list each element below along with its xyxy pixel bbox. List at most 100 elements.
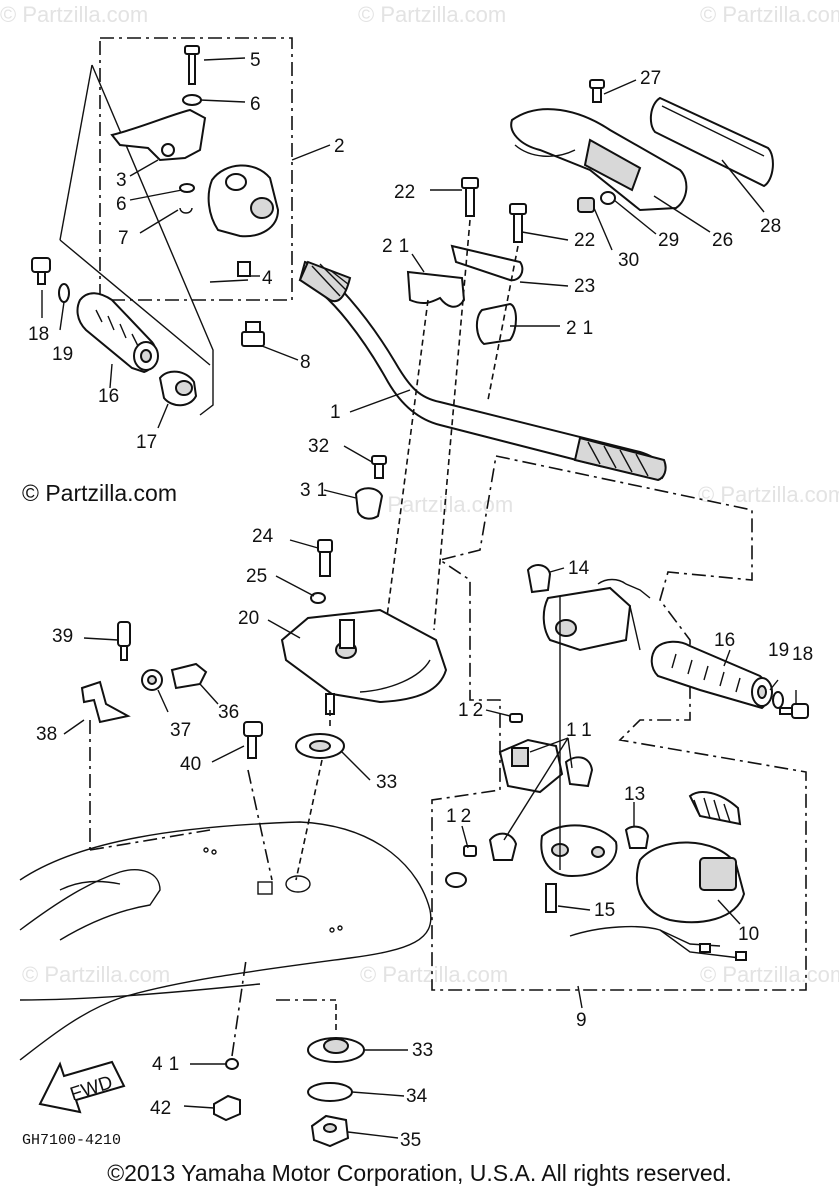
centerline [383, 299, 429, 641]
part-42-nut [213, 1094, 241, 1122]
phantom-line [89, 829, 211, 851]
part-29-washer [600, 191, 616, 205]
callout-6: 6 [250, 94, 261, 115]
callout-18: 18 [28, 324, 49, 345]
part-22-bolt-left [461, 177, 479, 217]
leader-lines [41, 57, 797, 1139]
callout-22: 22 [574, 230, 595, 251]
callout-19: 19 [768, 640, 789, 661]
right-switch-housing [542, 578, 651, 652]
callout-4: 4 [262, 268, 273, 289]
callout-7: 7 [118, 228, 129, 249]
part-10-housing [635, 791, 746, 924]
callout-16: 16 [98, 386, 119, 407]
diagram-code: GH7100-4210 [22, 1132, 122, 1149]
left-switch-housing [207, 164, 280, 238]
callout-5: 5 [250, 50, 261, 71]
part-12-screw-lower [445, 845, 477, 888]
callout-29: 29 [658, 230, 679, 251]
callout-31: 31 [300, 480, 333, 501]
callout-33: 33 [412, 1040, 433, 1061]
centerline [295, 759, 323, 881]
callout-12: 12 [458, 700, 487, 721]
part-7-clip [179, 207, 193, 214]
callout-37: 37 [170, 720, 191, 741]
callout-1: 1 [330, 402, 341, 423]
callout-23: 23 [574, 276, 595, 297]
part-41-washer [225, 1058, 239, 1070]
part-22-bolt-right [509, 203, 527, 243]
watermark: © Partzilla.com [358, 2, 507, 27]
part-32-screw [371, 455, 387, 479]
phantom-line [247, 769, 273, 881]
part-39-rivet [117, 621, 131, 661]
callout-20: 20 [238, 608, 259, 629]
part-23-bracket [450, 244, 524, 282]
callout-18: 18 [792, 644, 813, 665]
part-19-washer-left [58, 283, 70, 303]
part-18-bolt-right [779, 703, 809, 719]
callout-17: 17 [136, 432, 157, 453]
part-19-washer-right [772, 691, 784, 709]
callout-38: 38 [36, 724, 57, 745]
callout-19: 19 [52, 344, 73, 365]
part-1-handlebar [298, 260, 667, 482]
part-21-clamp-upper [406, 270, 466, 308]
part-37-spacer [141, 669, 163, 691]
part-31-clip [354, 487, 384, 520]
part-21-clamp-lower [476, 302, 517, 346]
part-5-bolt [184, 45, 200, 85]
callout-40: 40 [180, 754, 201, 775]
leader-1 [349, 389, 411, 413]
part-24-switch [317, 539, 333, 577]
part-6-washer [182, 94, 202, 106]
callout-6: 6 [116, 194, 127, 215]
callout-12: 12 [446, 806, 475, 827]
callout-27: 27 [640, 68, 661, 89]
switch-base-plate [540, 824, 618, 878]
phantom-line [231, 959, 247, 1057]
part-33-grommet-lower [307, 1037, 365, 1063]
callout-2: 2 [334, 136, 345, 157]
part-15-screw [545, 883, 557, 913]
part-8-nut [241, 321, 265, 347]
callout-32: 32 [308, 436, 329, 457]
part-38-bracket [80, 680, 131, 724]
part-30-nut [577, 197, 595, 213]
callout-36: 36 [218, 702, 239, 723]
part-14-knob [526, 564, 552, 594]
callout-9: 9 [576, 1010, 587, 1031]
watermark: © Partzilla.com [0, 2, 149, 27]
watermark: © Partzilla.com [698, 482, 839, 507]
callout-21: 21 [566, 318, 599, 339]
part-12-screw-upper [509, 713, 523, 723]
callout-26: 26 [712, 230, 733, 251]
watermark: © Partzilla.com [360, 962, 509, 987]
part-16-grip-left [76, 292, 159, 374]
callout-22: 22 [394, 182, 415, 203]
side-watermark: © Partzilla.com [22, 480, 177, 506]
part-26-cover [510, 108, 688, 212]
callout-39: 39 [52, 626, 73, 647]
part-16-grip-right [650, 640, 773, 710]
callout-35: 35 [400, 1130, 421, 1151]
part-36-bolt [170, 662, 208, 690]
part-25-washer [310, 592, 326, 604]
part-20-steering-base [280, 608, 448, 704]
callout-30: 30 [618, 250, 639, 271]
part-17-bar-end [158, 370, 198, 407]
part-34-washer [307, 1082, 353, 1102]
left-switch-group [59, 37, 331, 416]
part-11-switch-unit [488, 738, 594, 861]
centerline [487, 245, 519, 401]
callout-21: 21 [382, 236, 415, 257]
fwd-arrow: FWD [38, 1060, 126, 1114]
callout-34: 34 [406, 1086, 428, 1107]
right-switch-group [431, 455, 807, 991]
part-6-washer-lower [179, 183, 195, 193]
part-18-bolt-left [31, 257, 51, 285]
part-33-grommet-upper [295, 733, 345, 759]
callout-8: 8 [300, 352, 311, 373]
part-28-guard [649, 96, 774, 188]
part-4-pivot [209, 261, 251, 283]
